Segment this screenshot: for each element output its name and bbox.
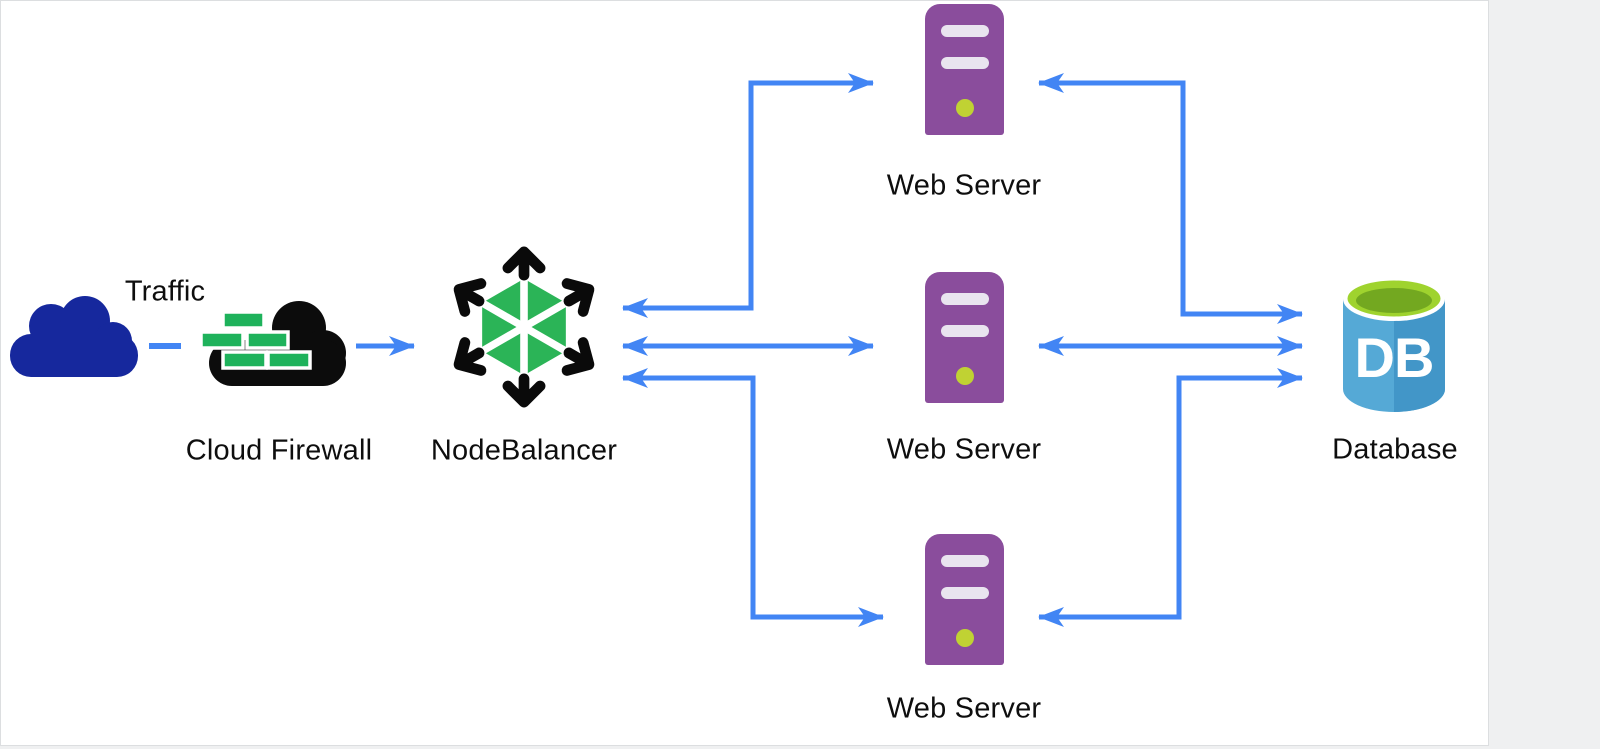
cloud-firewall-label: Cloud Firewall bbox=[185, 434, 373, 467]
server-slot bbox=[940, 325, 989, 337]
diagram-canvas: Traffic Cloud Firewall bbox=[0, 0, 1489, 746]
database-label: Database bbox=[1332, 433, 1458, 466]
server-slot bbox=[940, 587, 989, 599]
web-server-2-icon bbox=[925, 272, 1004, 403]
server-slot bbox=[940, 57, 989, 69]
web-server-2-label: Web Server bbox=[886, 433, 1042, 466]
nodebalancer-label: NodeBalancer bbox=[430, 434, 618, 467]
traffic-label: Traffic bbox=[124, 275, 206, 308]
edge-nodebalancer-webserver3 bbox=[622, 368, 884, 627]
database-icon-text: DB bbox=[1355, 326, 1434, 389]
connector-arrows-layer bbox=[149, 73, 1303, 627]
web-server-3-icon bbox=[925, 534, 1004, 665]
database-icon: DB bbox=[1343, 277, 1445, 412]
edge-nodebalancer-webserver1 bbox=[622, 73, 874, 318]
server-led bbox=[955, 629, 974, 647]
server-slot bbox=[940, 555, 989, 567]
server-led bbox=[955, 99, 974, 117]
web-server-1-icon bbox=[925, 4, 1004, 135]
server-slot bbox=[940, 293, 989, 305]
traffic-cloud-icon bbox=[10, 296, 138, 377]
web-server-3-label: Web Server bbox=[886, 692, 1042, 725]
firewall-bricks bbox=[199, 310, 312, 370]
cloud-firewall-icon bbox=[199, 301, 346, 386]
edge-webserver1-database bbox=[1038, 73, 1303, 324]
edge-webserver3-database bbox=[1038, 368, 1303, 627]
server-led bbox=[955, 367, 974, 385]
web-server-1-label: Web Server bbox=[886, 169, 1042, 202]
server-slot bbox=[940, 25, 989, 37]
nodebalancer-icon bbox=[453, 246, 595, 408]
